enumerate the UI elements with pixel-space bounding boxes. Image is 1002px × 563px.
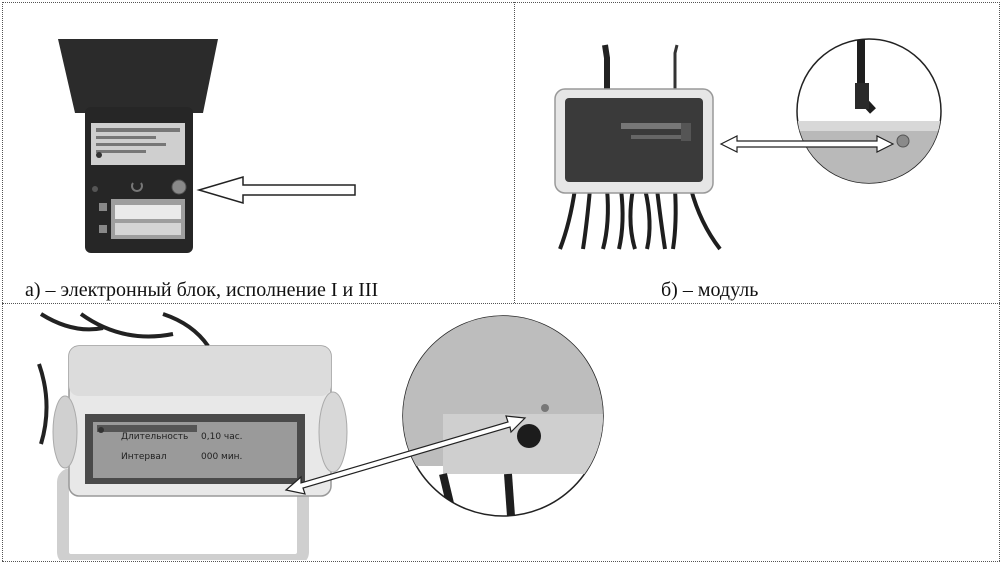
module-front-panel bbox=[565, 98, 703, 182]
double-arrow-b bbox=[719, 135, 895, 153]
screen-line2-value: 000 мин. bbox=[201, 452, 243, 462]
cell-c-device: Длительность 0,10 час. Интервал 000 мин. bbox=[3, 304, 999, 560]
table-top-border bbox=[2, 2, 1000, 3]
screen-line1-value: 0,10 час. bbox=[201, 432, 243, 442]
unit-led-indicator bbox=[171, 179, 187, 195]
cell-b-module: б) – модуль bbox=[515, 3, 999, 302]
table-center-divider bbox=[514, 2, 515, 303]
module-cables bbox=[558, 188, 722, 251]
unit-top-funnel bbox=[58, 39, 218, 113]
pointer-arrow bbox=[196, 175, 356, 205]
table-middle-border bbox=[2, 303, 1000, 304]
table-right-border bbox=[999, 2, 1000, 561]
module-photo bbox=[554, 38, 942, 251]
caption-a: а) – электронный блок, исполнение I и II… bbox=[25, 279, 379, 301]
screen-line2-label: Интервал bbox=[121, 452, 167, 462]
cell-a-electronic-unit: а) – электронный блок, исполнение I и II… bbox=[3, 3, 513, 302]
electronic-unit-photo bbox=[58, 39, 356, 253]
screen-line1-label: Длительность bbox=[121, 432, 189, 442]
double-arrow-c bbox=[284, 415, 527, 495]
table-bottom-border bbox=[2, 561, 1000, 562]
device-photo bbox=[37, 312, 604, 560]
caption-b: б) – модуль bbox=[661, 279, 759, 301]
table-left-border bbox=[2, 2, 3, 561]
